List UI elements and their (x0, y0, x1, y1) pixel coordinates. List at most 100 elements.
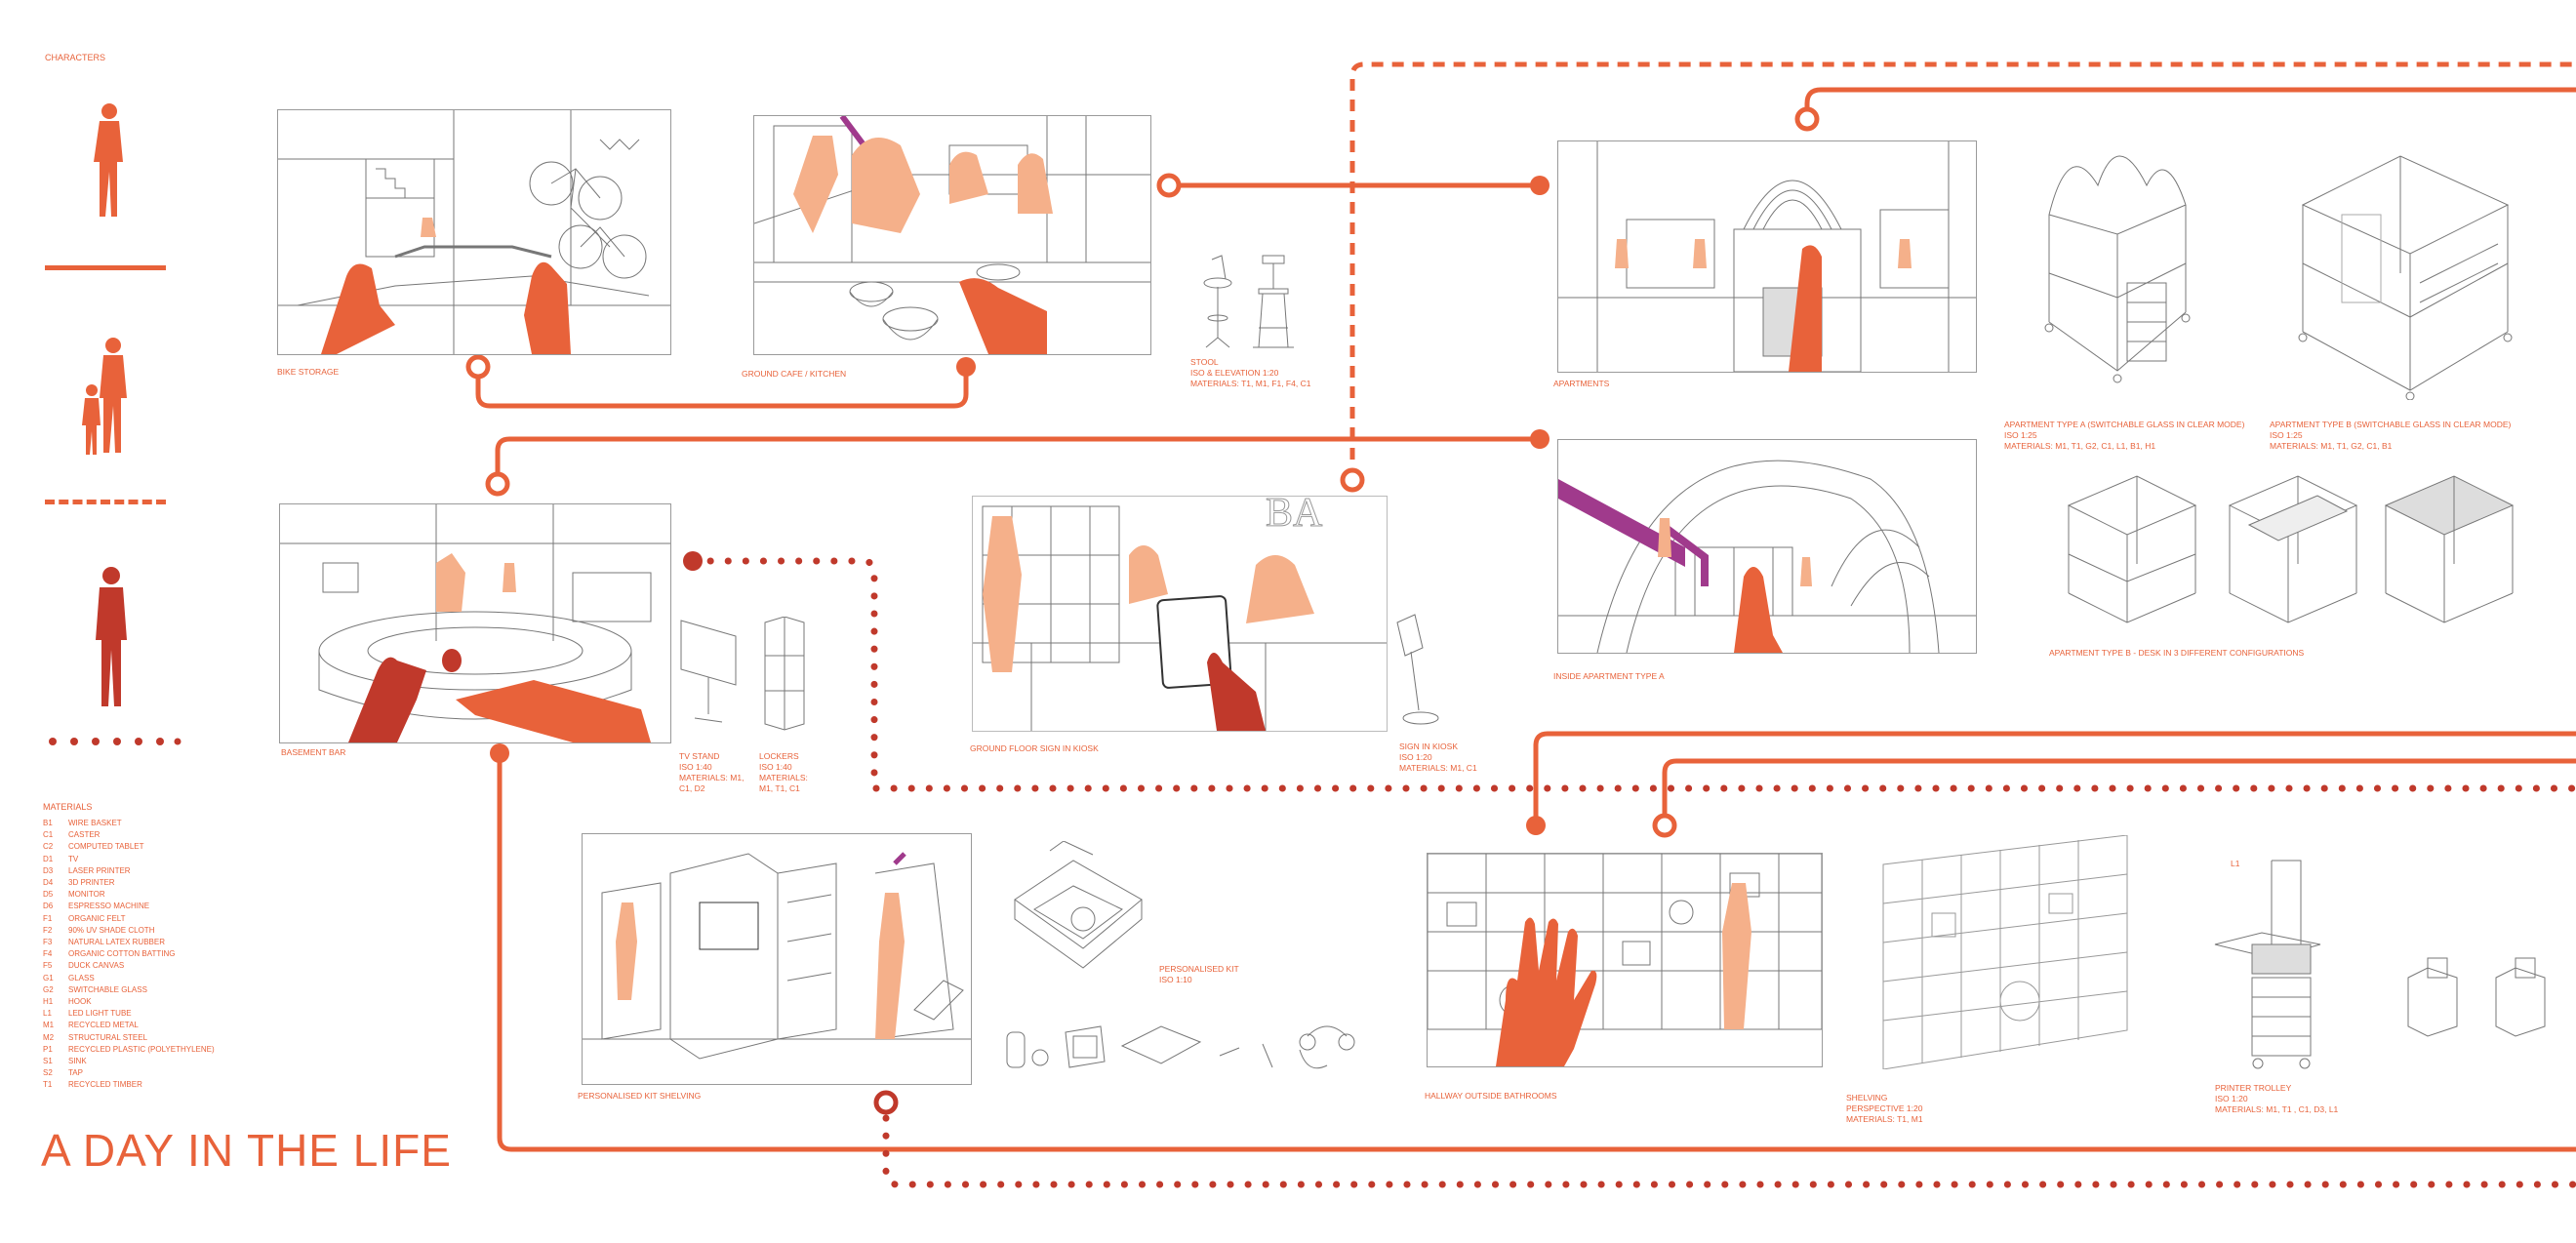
scene-personalised-kit-shelving (582, 833, 972, 1085)
material-name: DUCK CANVAS (68, 961, 125, 971)
material-code: C1 (43, 830, 54, 840)
material-row: D4 3D PRINTER (43, 877, 215, 889)
material-code: D6 (43, 902, 54, 911)
scene-basement-bar (279, 503, 671, 743)
material-code: C2 (43, 842, 54, 852)
marker-apartments-top (1794, 106, 1820, 132)
material-code: M1 (43, 1021, 55, 1030)
character-adult-icon (94, 103, 123, 217)
marker-apartments (1530, 176, 1550, 195)
materials-list: B1 WIRE BASKET C1 CASTER C2 COMPUTED TABLET D1… (43, 818, 215, 1092)
material-name: ORGANIC COTTON BATTING (68, 949, 176, 959)
material-name: RECYCLED PLASTIC (POLYETHYLENE) (68, 1044, 215, 1054)
route-hallway-1 (1533, 731, 2576, 828)
material-name: STRUCTURAL STEEL (68, 1032, 148, 1042)
caption-apartment-type-a: APARTMENT TYPE A (SWITCHABLE GLASS IN CL… (2004, 420, 2245, 451)
ground-cafe-sketch (754, 116, 1150, 354)
caption-ground-floor-sign-in: GROUND FLOOR SIGN IN KIOSK (970, 743, 1099, 753)
characters-heading: CHARACTERS (45, 53, 106, 62)
material-row: C1 CASTER (43, 829, 215, 841)
caption-apartments: APARTMENTS (1553, 379, 1610, 388)
material-row: F2 90% UV SHADE CLOTH (43, 925, 215, 937)
material-name: 90% UV SHADE CLOTH (68, 925, 155, 935)
material-code: F3 (43, 938, 53, 947)
marker-dotted-start (683, 551, 703, 571)
material-code: F1 (43, 913, 53, 923)
apartment-type-a-drawing (2044, 155, 2191, 383)
scene-inside-apartment-a (1557, 439, 1977, 654)
material-row: D1 TV (43, 854, 215, 865)
material-code: S2 (43, 1068, 53, 1078)
printer-trolley-drawing (2214, 860, 2546, 1069)
material-name: WIRE BASKET (68, 819, 122, 827)
material-name: RECYCLED TIMBER (68, 1080, 142, 1090)
caption-personalised-kit-shelving: PERSONALISED KIT SHELVING (578, 1091, 702, 1101)
material-row: C2 COMPUTED TABLET (43, 841, 215, 853)
material-row: D5 MONITOR (43, 889, 215, 901)
material-code: D3 (43, 865, 54, 875)
personalised-kit-shelving-sketch (583, 852, 971, 1060)
material-name: SWITCHABLE GLASS (68, 984, 147, 994)
scene-ground-floor-sign-in: BA (972, 496, 1388, 732)
material-row: D3 LASER PRINTER (43, 865, 215, 877)
marker-dotted-bottom (873, 1090, 899, 1115)
material-name: 3D PRINTER (68, 878, 115, 888)
marker-cafe-right (1156, 173, 1182, 198)
caption-printer-trolley: PRINTER TROLLEY ISO 1:20 MATERIALS: M1, … (2215, 1083, 2339, 1114)
basement-bar-sketch (280, 504, 670, 742)
character-family-line-sample (45, 500, 166, 504)
scene-hallway-bathrooms (1427, 853, 1823, 1067)
material-name: TV (68, 854, 79, 863)
sign-in-kiosk-sketch: BA (973, 497, 1387, 731)
material-code: D5 (43, 890, 54, 900)
sign-in-kiosk-drawing (1396, 614, 1439, 725)
apartment-type-b-drawing (2298, 155, 2513, 400)
material-row: B1 WIRE BASKET (43, 818, 215, 829)
caption-inside-apartment-a: INSIDE APARTMENT TYPE A (1553, 671, 1665, 681)
route-dotted-bottom (882, 1114, 2576, 1188)
material-code: D1 (43, 854, 54, 863)
material-name: HOOK (68, 997, 92, 1007)
character-worker-line-sample (49, 738, 181, 745)
caption-ground-cafe: GROUND CAFE / KITCHEN (742, 369, 847, 379)
marker-hallway-2 (1652, 813, 1677, 838)
page-title: A DAY IN THE LIFE (41, 1125, 452, 1176)
personalised-kit-drawing (1006, 841, 1355, 1069)
marker-cafe (956, 357, 976, 377)
material-name: GLASS (68, 973, 95, 982)
material-name: COMPUTED TABLET (68, 842, 144, 852)
material-code: F2 (43, 925, 53, 935)
scene-ground-cafe (753, 115, 1151, 355)
material-name: MONITOR (68, 890, 105, 900)
material-code: P1 (43, 1044, 53, 1054)
caption-sign-in-kiosk: SIGN IN KIOSK ISO 1:20 MATERIALS: M1, C1 (1399, 742, 1477, 773)
material-row: M1 RECYCLED METAL (43, 1020, 215, 1031)
materials-heading: MATERIALS (43, 802, 93, 812)
route-apt-to-bar (495, 436, 1543, 485)
character-worker-icon (96, 567, 127, 706)
material-code: B1 (43, 819, 53, 827)
material-name: CASTER (68, 830, 101, 840)
caption-apartment-type-b: APARTMENT TYPE B (SWITCHABLE GLASS IN CL… (2270, 420, 2512, 451)
material-name: LASER PRINTER (68, 865, 131, 875)
shelving-drawing (1882, 835, 2128, 1069)
material-code: D4 (43, 878, 54, 888)
character-adult-line-sample (45, 265, 166, 270)
marker-inside-apt (1530, 429, 1550, 449)
caption-hallway-bathrooms: HALLWAY OUTSIDE BATHROOMS (1425, 1091, 1557, 1101)
bike-storage-sketch (278, 110, 670, 354)
marker-bar-bottom (490, 743, 509, 763)
caption-shelving: SHELVING PERSPECTIVE 1:20 MATERIALS: T1,… (1846, 1093, 1923, 1124)
material-name: RECYCLED METAL (68, 1021, 139, 1030)
marker-bike-storage (465, 354, 491, 380)
material-code: M2 (43, 1032, 55, 1042)
